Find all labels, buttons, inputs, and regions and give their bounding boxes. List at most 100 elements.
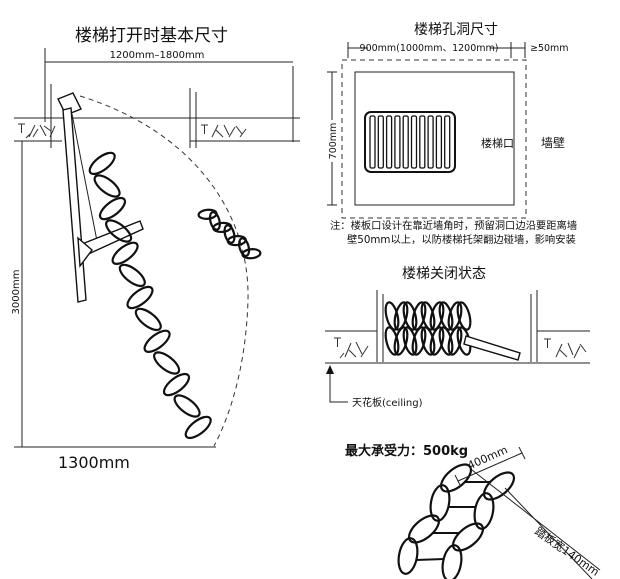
- width-range-label: 1200mm–1800mm: [110, 50, 205, 61]
- ladder-gas-strut: [71, 113, 99, 247]
- folded-ladder-link: [384, 301, 400, 331]
- open-state-diagram: 楼梯打开时基本尺寸 1200mm–1800mm 3000mm 1300mm: [11, 26, 300, 472]
- opening-width-label: 900mm(1000mm、1200mm): [360, 43, 499, 54]
- folded-ladder-link: [411, 301, 427, 331]
- step-length-tick-right: [518, 446, 526, 460]
- folded-ladder-link: [438, 326, 454, 356]
- step-length-tick-left: [454, 474, 462, 488]
- ladder-opening-label: 楼梯口: [481, 136, 514, 150]
- ladder-link: [143, 329, 171, 353]
- ladder-slat: [410, 115, 418, 169]
- ladder-slat: [369, 115, 376, 169]
- ladder-link: [153, 351, 181, 375]
- closed-state-title: 楼梯关闭状态: [402, 266, 486, 282]
- max-load-label: 最大承受力：500kg: [345, 443, 468, 459]
- ladder-link: [162, 372, 191, 397]
- opening-title: 楼梯孔洞尺寸: [414, 22, 498, 38]
- ceiling-hatch-right: [201, 124, 247, 138]
- ladder-rail-link: [451, 522, 485, 552]
- folded-ladder-link: [393, 301, 409, 331]
- ladder-rail-link: [482, 471, 516, 501]
- step-length-dimension-line: [457, 452, 523, 482]
- ladder-link: [126, 285, 154, 310]
- folded-ladder-link: [402, 301, 418, 331]
- folding-ladder-link: [223, 224, 236, 244]
- height-label: 3000mm: [11, 270, 22, 315]
- ladder-rail-link: [407, 514, 441, 544]
- folding-ladder-link: [197, 208, 218, 220]
- ladder-slat: [385, 115, 393, 169]
- folded-ladder-link: [420, 301, 436, 331]
- ladder-link: [93, 174, 121, 198]
- folded-ladder-link: [384, 326, 400, 356]
- ladder-slat: [444, 115, 451, 169]
- ladder-slat: [402, 115, 409, 169]
- ladder-link: [105, 219, 133, 243]
- ladder-link: [118, 263, 146, 288]
- folded-ladder-link: [429, 326, 445, 356]
- ladder-swing-arc: [79, 95, 249, 447]
- ladder-spring-arm: [463, 335, 521, 361]
- ceiling-label: 天花板(ceiling): [352, 396, 423, 409]
- opening-diagram: 楼梯孔洞尺寸 900mm(1000mm、1200mm) ≥50mm 700mm …: [327, 22, 577, 246]
- installation-note-line-2: 壁50mm以上，以防楼梯托架翻边碰墙，影响安装: [347, 233, 576, 246]
- ladder-perspective: [397, 463, 516, 579]
- ladder-rail-link: [397, 537, 419, 575]
- folded-ladder-link: [411, 326, 427, 356]
- opening-outline: [354, 71, 515, 206]
- ladder-slat: [394, 115, 401, 169]
- ladder-rail-link: [473, 492, 495, 530]
- folding-ladder-section: [197, 208, 262, 260]
- ladder-slat: [377, 115, 384, 169]
- ladder-rung: [415, 558, 445, 561]
- depth-label: 1300mm: [58, 453, 130, 472]
- tread-edge-lower: [504, 487, 593, 579]
- load-diagram: 最大承受力：500kg 400mm 踏板宽140mm: [345, 443, 602, 579]
- folding-ladder-link: [241, 248, 262, 260]
- ceiling-hatch-right: [544, 338, 587, 359]
- folding-ladder-link: [238, 237, 251, 257]
- ladder-support-rod: [62, 107, 87, 303]
- folded-ladder-link: [456, 301, 472, 331]
- closed-state-diagram: 楼梯关闭状态 天花板(ceiling): [325, 266, 590, 409]
- ladder-rail-link: [439, 463, 473, 493]
- folding-ladder-link: [212, 221, 233, 234]
- step-width-label: 踏板宽140mm: [532, 524, 602, 579]
- ladder-link: [134, 307, 162, 332]
- folding-ladder-link: [208, 211, 221, 231]
- open-state-title: 楼梯打开时基本尺寸: [75, 26, 228, 46]
- ceiling-hatch-left: [18, 123, 56, 139]
- folded-ladder-link: [393, 326, 409, 356]
- ladder-slat: [435, 115, 443, 169]
- ceiling-hatch-left: [334, 337, 369, 359]
- folded-ladder: [384, 301, 472, 356]
- installation-note-line-1: 注：楼板口设计在靠近墙角时，预留洞口边沿要距离墙: [330, 219, 577, 232]
- open-ladder-chain: [88, 151, 212, 440]
- opening-length-label: 700mm: [328, 123, 339, 160]
- folding-ladder-link: [226, 234, 247, 247]
- ladder-link: [111, 241, 139, 265]
- ladder-link: [98, 196, 127, 221]
- folded-ladder-link: [438, 301, 454, 331]
- folded-ladder-link: [402, 326, 418, 356]
- ladder-hatch-icon: [364, 111, 456, 173]
- ladder-slat: [419, 115, 426, 169]
- ladder-slat: [427, 115, 434, 169]
- folded-ladder-link: [447, 301, 463, 331]
- ladder-link: [184, 415, 212, 440]
- ladder-rail-link: [429, 484, 451, 522]
- ladder-hatch-frame: [364, 111, 456, 173]
- ceiling-leader-line: [329, 372, 348, 403]
- ladder-rail-link: [441, 544, 463, 579]
- wall-label: 墙壁: [541, 135, 565, 150]
- ceiling-arrowhead: [326, 365, 334, 374]
- folded-ladder-link: [420, 326, 436, 356]
- ladder-arm-bracket: [77, 236, 93, 268]
- wall-clearance-outline: [341, 59, 527, 219]
- folded-ladder-link: [429, 301, 445, 331]
- margin-label: ≥50mm: [530, 43, 569, 54]
- folded-ladder-link: [447, 326, 463, 356]
- ladder-link: [173, 394, 201, 418]
- ladder-link: [88, 151, 116, 176]
